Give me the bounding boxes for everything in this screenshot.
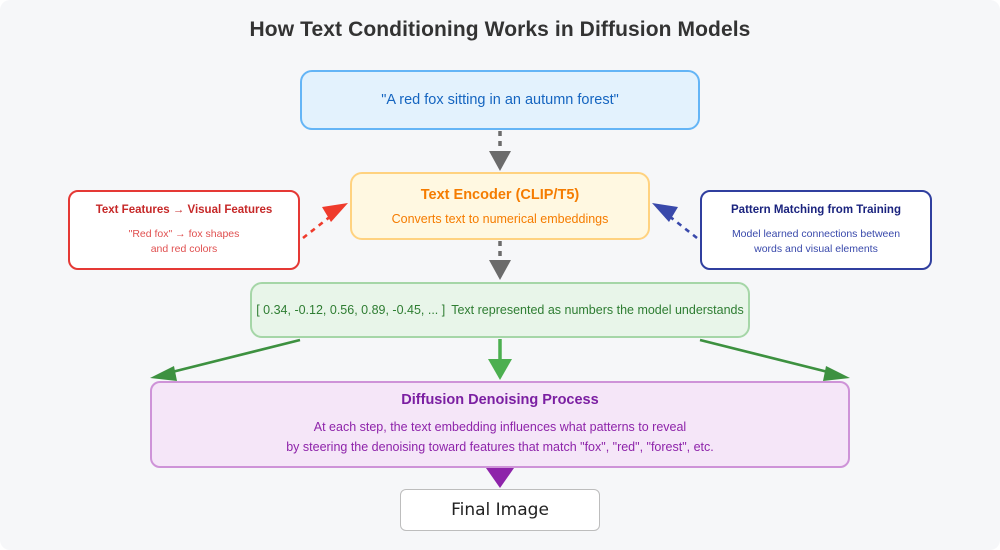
prompt-text: "A red fox sitting in an autumn forest" — [381, 92, 619, 108]
text-features-note-body: "Red fox" → fox shapes and red colors — [129, 227, 240, 255]
edge-encoder-to-embedding — [489, 241, 511, 280]
diffusion-line1: At each step, the text embedding influen… — [313, 420, 687, 435]
edge-embedding-to-diffusion-right — [699, 338, 850, 381]
pattern-matching-note[interactable]: Pattern Matching from Training Model lea… — [700, 190, 932, 270]
final-image-label: Final Image — [451, 500, 549, 520]
edge-embedding-to-diffusion-center — [488, 339, 512, 380]
pattern-matching-note-line1: Model learned connections between — [731, 228, 901, 241]
pattern-matching-note-line2: words and visual elements — [754, 242, 878, 255]
diffusion-body: At each step, the text embedding influen… — [286, 418, 714, 457]
prompt-node[interactable]: "A red fox sitting in an autumn forest" — [300, 70, 700, 130]
final-image-node[interactable]: Final Image — [400, 489, 600, 531]
edge-left-note-to-encoder — [302, 203, 348, 240]
text-features-note-line1: "Red fox" → fox shapes — [128, 228, 240, 241]
diffusion-line2: by steering the denoising toward feature… — [286, 439, 714, 454]
text-features-note-line2: and red colors — [150, 242, 218, 255]
pattern-matching-note-title: Pattern Matching from Training — [731, 204, 901, 217]
embedding-caption: Text represented as numbers the model un… — [451, 303, 744, 317]
diffusion-title: Diffusion Denoising Process — [401, 392, 599, 409]
embedding-node[interactable]: [ 0.34, -0.12, 0.56, 0.89, -0.45, ... ] … — [250, 282, 750, 338]
text-encoder-subtitle: Converts text to numerical embeddings — [391, 211, 609, 226]
pattern-matching-note-body: Model learned connections between words … — [732, 227, 900, 255]
edge-right-note-to-encoder — [652, 203, 698, 240]
text-features-note[interactable]: Text Features → Visual Features "Red fox… — [68, 190, 300, 270]
edge-diffusion-to-final — [486, 468, 514, 488]
edge-embedding-to-diffusion-left — [150, 338, 301, 381]
page-title: How Text Conditioning Works in Diffusion… — [249, 18, 751, 41]
text-features-note-title: Text Features → Visual Features — [95, 204, 273, 217]
text-encoder-node[interactable]: Text Encoder (CLIP/T5) Converts text to … — [350, 172, 650, 240]
diffusion-denoising-node[interactable]: Diffusion Denoising Process At each step… — [150, 381, 850, 468]
edge-prompt-to-encoder — [489, 131, 511, 171]
text-encoder-title: Text Encoder (CLIP/T5) — [420, 186, 580, 203]
embedding-vector: [ 0.34, -0.12, 0.56, 0.89, -0.45, ... ] — [256, 303, 446, 317]
